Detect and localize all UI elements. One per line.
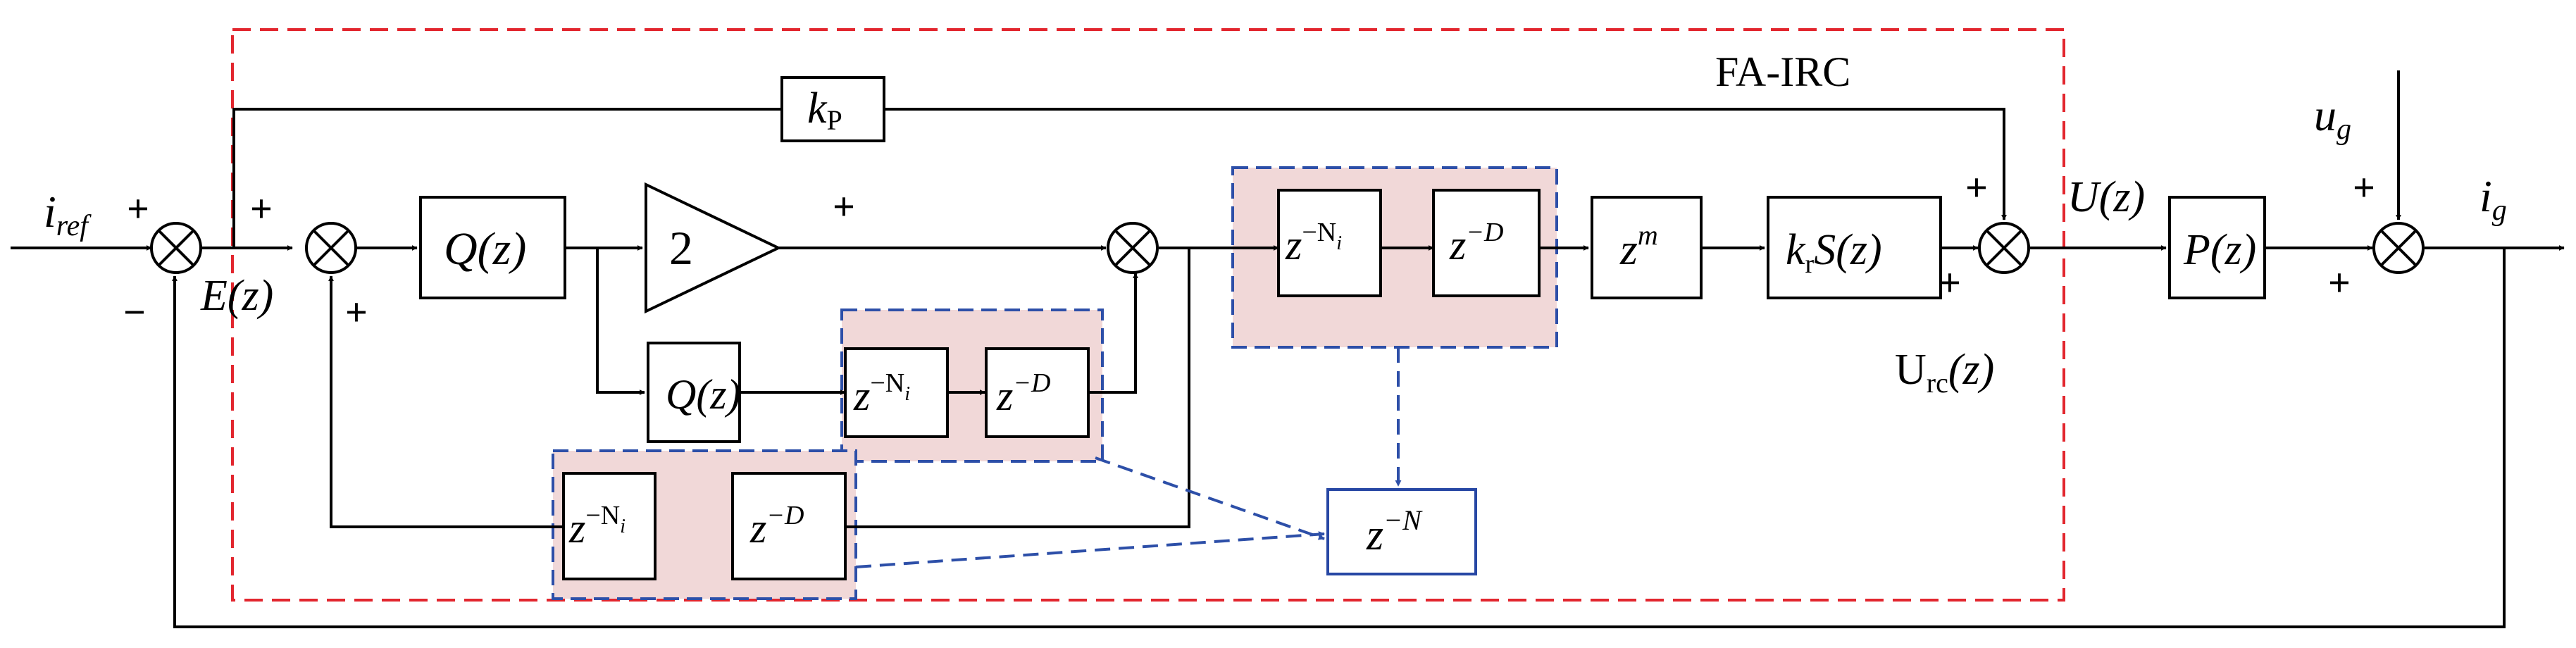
delay-group-right-border	[1231, 166, 1558, 349]
u-label: U(z)	[2067, 173, 2145, 221]
delay-ni-block-bottom	[562, 472, 657, 580]
sign-s4-plus-left: +	[1939, 261, 1961, 305]
junction-signs: + − + + + + + + +	[123, 166, 2375, 335]
delay-ni-label-bottom: z−Ni	[568, 501, 626, 552]
delay-group-bottom-border	[552, 449, 857, 600]
urc-label: Urc(z)	[1895, 346, 1994, 399]
signal-wires	[11, 70, 2565, 628]
delay-ni-label-middle: z−Ni	[853, 368, 910, 419]
delay-d-label-right: z−D	[1449, 218, 1503, 268]
summing-junction-4	[1978, 222, 2030, 274]
sign-s5-plus-left: +	[2328, 261, 2351, 305]
gain-label: 2	[669, 221, 693, 275]
q-block-bottom	[647, 342, 741, 443]
sign-s2-plus-bottom: +	[345, 291, 368, 335]
q-label-top: Q(z)	[444, 223, 526, 275]
fa-irc-region	[231, 28, 2065, 602]
error-label: E(z)	[200, 272, 273, 320]
ig-label: ig	[2479, 171, 2507, 227]
ug-label: ug	[2314, 90, 2351, 146]
delay-d-block-bottom	[731, 472, 847, 580]
plant-block	[2168, 196, 2266, 299]
delay-ni-block-middle	[844, 347, 949, 438]
zn-block	[1326, 488, 1477, 575]
summing-junction-2	[305, 222, 357, 274]
delay-d-label-middle: z−D	[996, 368, 1050, 419]
krs-block	[1767, 196, 1942, 299]
q-label-bottom: Q(z)	[666, 371, 741, 418]
sign-s5-plus-top: +	[2353, 166, 2375, 210]
zn-label: z−N	[1366, 504, 1423, 559]
q-block-top	[419, 196, 566, 299]
delay-equivalence-arrows	[855, 347, 1402, 568]
delay-d-block-middle	[985, 347, 1090, 438]
summing-junction-icon	[157, 229, 195, 267]
delay-ni-block-right	[1277, 189, 1382, 297]
zm-block	[1591, 196, 1703, 299]
gain-triangle	[645, 182, 782, 314]
sign-s1-minus: −	[123, 291, 146, 335]
kp-label: kP	[807, 85, 842, 136]
plant-label: P(z)	[2183, 226, 2256, 274]
summing-junction-3	[1107, 222, 1159, 274]
delay-d-block-right	[1432, 189, 1541, 297]
delay-d-label-bottom: z−D	[749, 501, 804, 552]
sign-s1-plus: +	[127, 187, 149, 231]
iref-label: iref	[44, 187, 92, 242]
kp-block	[780, 76, 885, 142]
summing-junction-5	[2372, 222, 2425, 274]
sign-s4-plus-top: +	[1965, 166, 1988, 210]
sign-s2-plus-left: +	[250, 187, 273, 231]
zm-label: zm	[1619, 219, 1658, 274]
delay-group-middle-border	[840, 309, 1104, 463]
sign-gain-plus: +	[833, 185, 855, 229]
krs-label: krS(z)	[1786, 226, 1882, 279]
summing-junction-1	[150, 222, 202, 274]
fa-irc-label: FA-IRC	[1715, 49, 1850, 95]
delay-ni-label-right: z−Ni	[1285, 218, 1342, 268]
